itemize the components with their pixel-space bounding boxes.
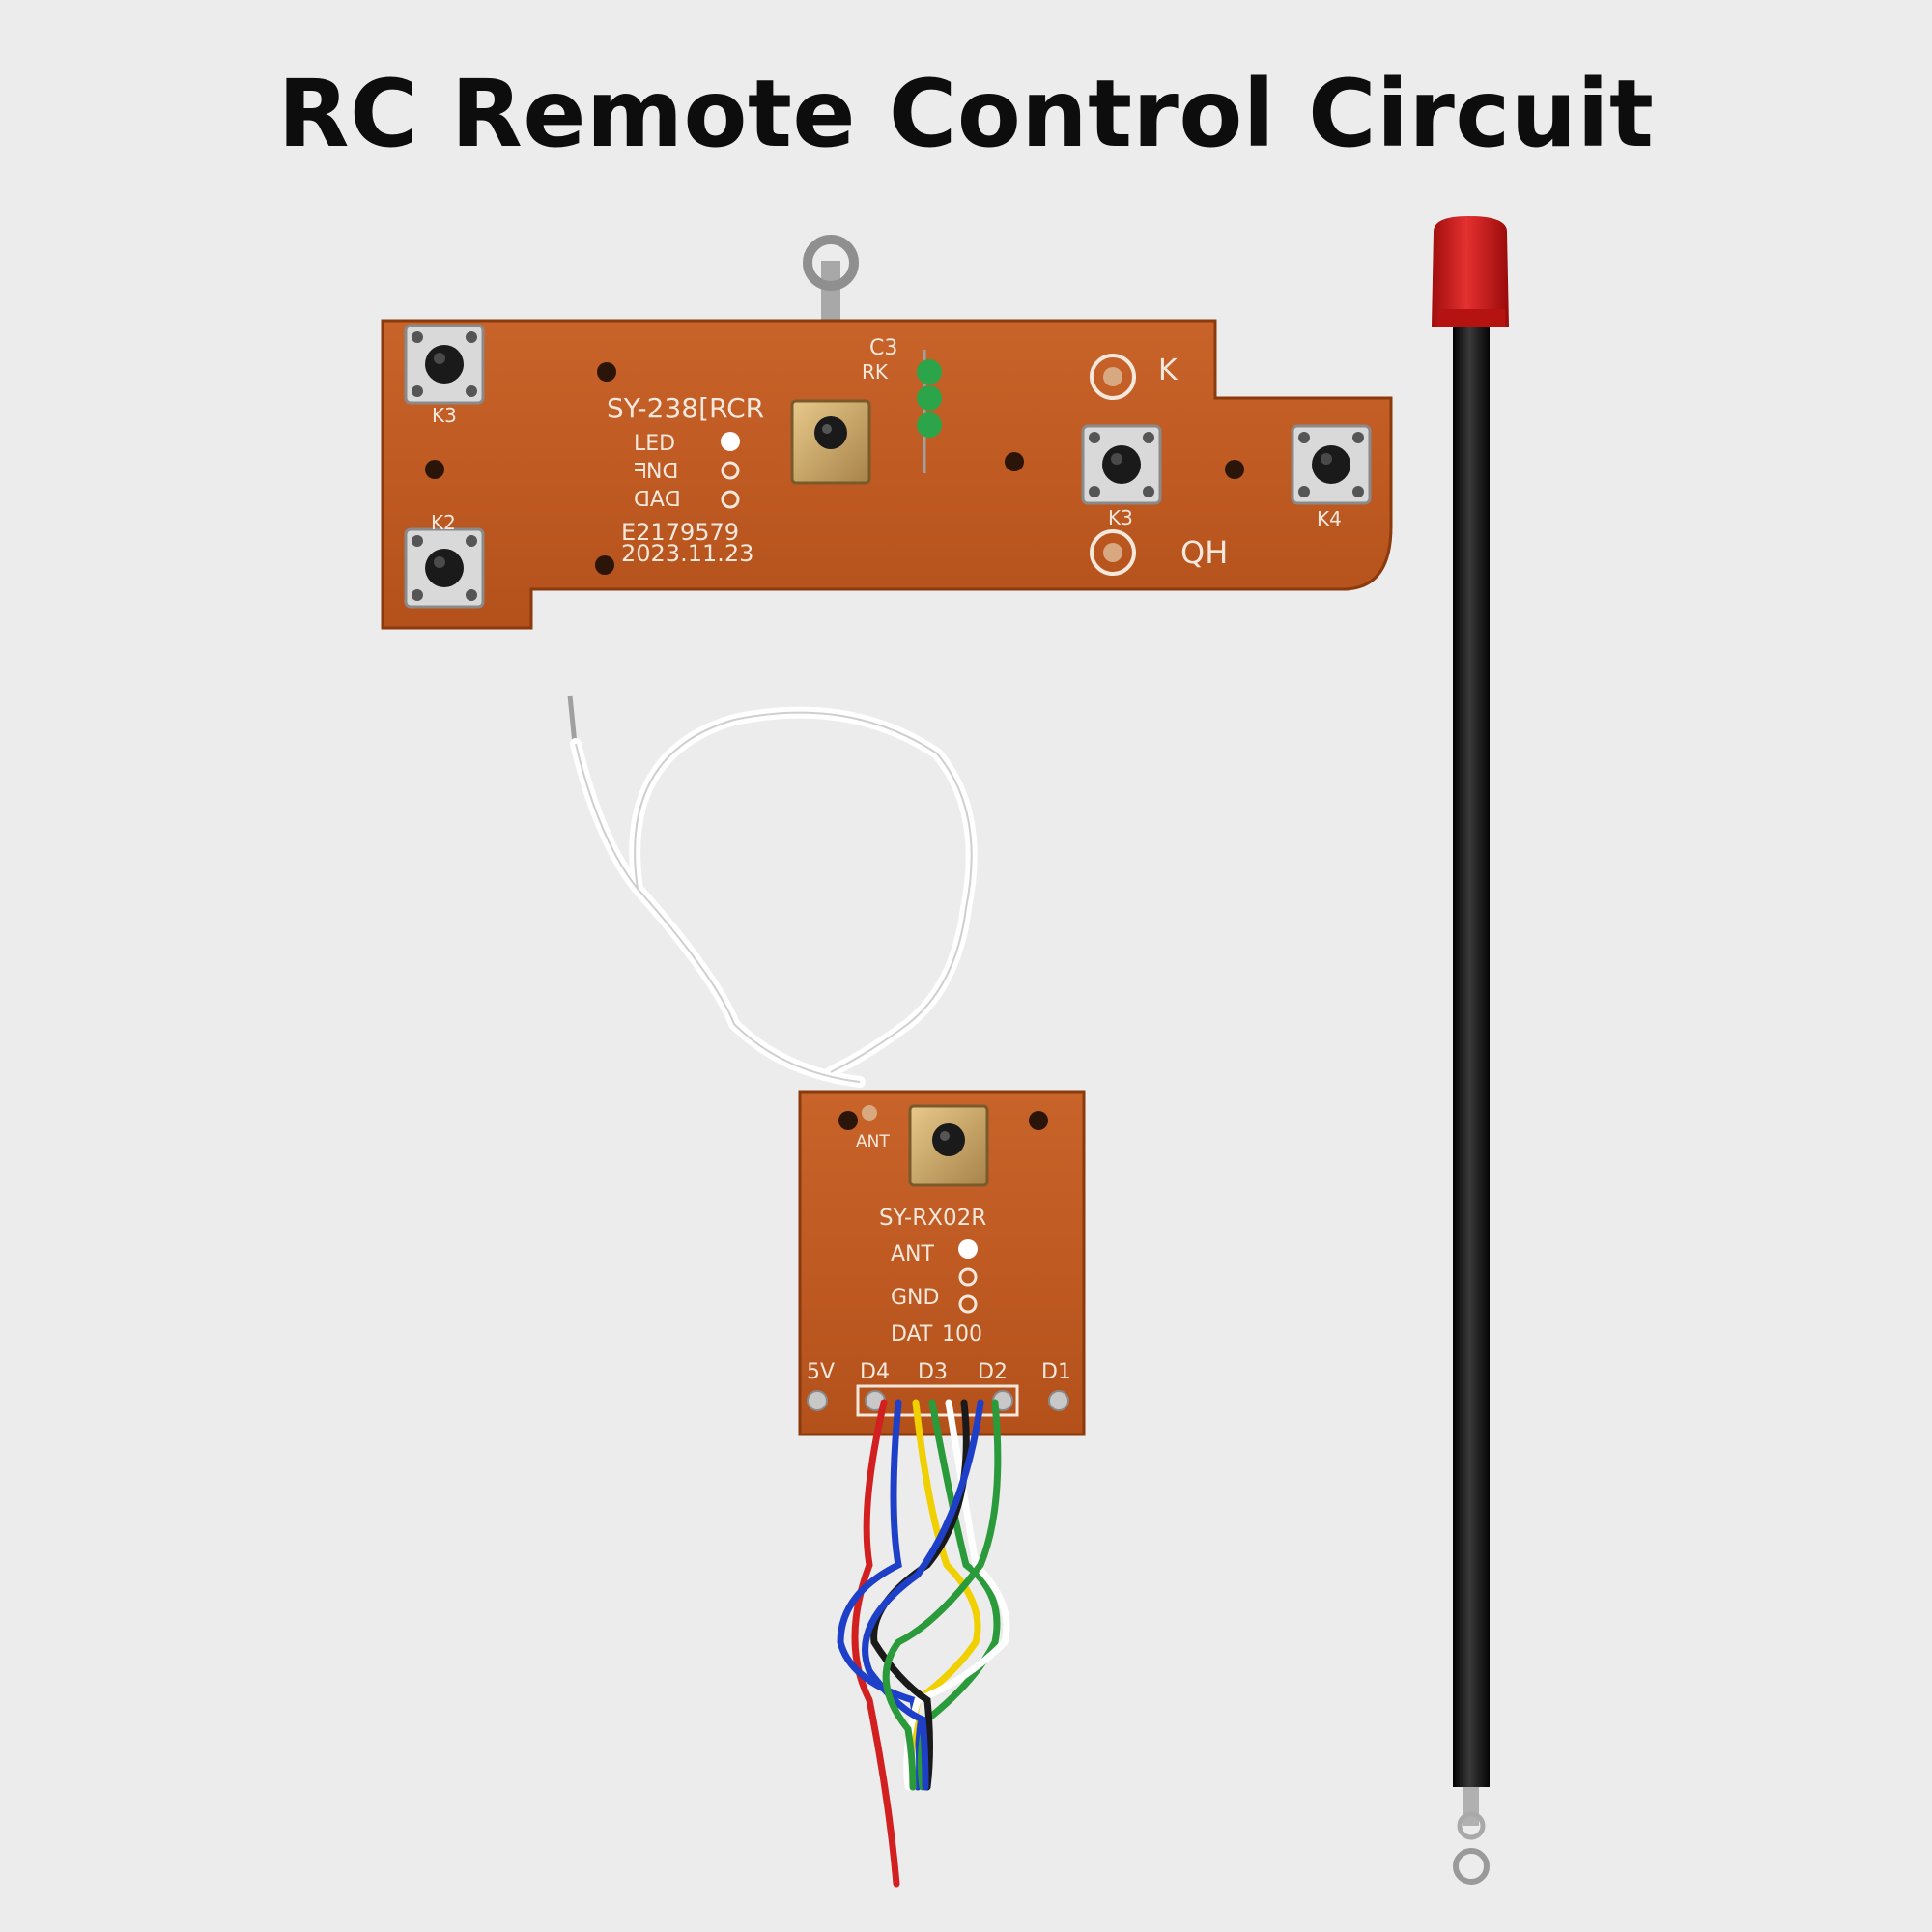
label-dat-rx: DAT bbox=[891, 1322, 933, 1347]
label-d2: D2 bbox=[978, 1360, 1008, 1384]
transmitter-via-bottom bbox=[1090, 529, 1136, 576]
transmitter-button-k4[interactable] bbox=[1291, 424, 1372, 505]
antenna-cap bbox=[1432, 216, 1509, 327]
transmitter-pcb bbox=[381, 319, 1393, 630]
page-title: RC Remote Control Circuit bbox=[277, 60, 1655, 168]
label-ant: ANT bbox=[891, 1242, 935, 1266]
receiver-antenna-wire bbox=[567, 695, 978, 1088]
transmitter-model: SY-238[RCR bbox=[607, 392, 764, 424]
label-dat: ᗡAᗡ bbox=[634, 488, 681, 512]
receiver-model: SY-RX02R bbox=[879, 1206, 986, 1231]
transmitter-led-cluster bbox=[917, 350, 942, 473]
label-num: 100 bbox=[942, 1322, 982, 1347]
receiver-board: ANT SY-RX02R ANT GND DAT 100 5V D4 D3 D2… bbox=[798, 1090, 1086, 1436]
receiver-output-wires bbox=[837, 1399, 1010, 1888]
label-ant-top: ANT bbox=[856, 1132, 890, 1151]
label-d3: D3 bbox=[918, 1360, 948, 1384]
transmitter-board: K3 K2 K3 K4 SY-238[RCR C3 RK LED ᖷNᗡ ᗡAᗡ… bbox=[381, 235, 1393, 630]
label-k3-right: K3 bbox=[1108, 506, 1133, 529]
label-rk: RK bbox=[862, 360, 889, 384]
label-gnd-rx: GND bbox=[891, 1286, 939, 1310]
label-date: 2023.11.23 bbox=[621, 540, 753, 567]
antenna-eyelet bbox=[1453, 1848, 1490, 1885]
receiver-crystal bbox=[908, 1104, 989, 1187]
transmitter-crystal bbox=[790, 399, 871, 485]
label-serial: E2179579 bbox=[621, 519, 739, 546]
transmitter-via-top bbox=[1090, 354, 1136, 400]
label-qh: QH bbox=[1180, 534, 1228, 571]
antenna-rod bbox=[1432, 216, 1509, 1885]
label-symbol: K bbox=[1158, 354, 1179, 387]
label-k4: K4 bbox=[1317, 507, 1342, 530]
label-k2: K2 bbox=[431, 511, 456, 534]
label-led: LED bbox=[634, 432, 675, 456]
label-k3-left: K3 bbox=[432, 404, 457, 427]
transmitter-button-k3-left[interactable] bbox=[404, 324, 485, 405]
transmitter-button-k2[interactable] bbox=[404, 527, 485, 609]
transmitter-button-k3-right[interactable] bbox=[1081, 424, 1162, 505]
label-d4: D4 bbox=[860, 1360, 890, 1384]
label-d1: D1 bbox=[1041, 1360, 1071, 1384]
label-5v: 5V bbox=[807, 1360, 835, 1384]
label-c3: C3 bbox=[869, 336, 897, 360]
label-gnd: ᖷNᗡ bbox=[634, 460, 678, 484]
